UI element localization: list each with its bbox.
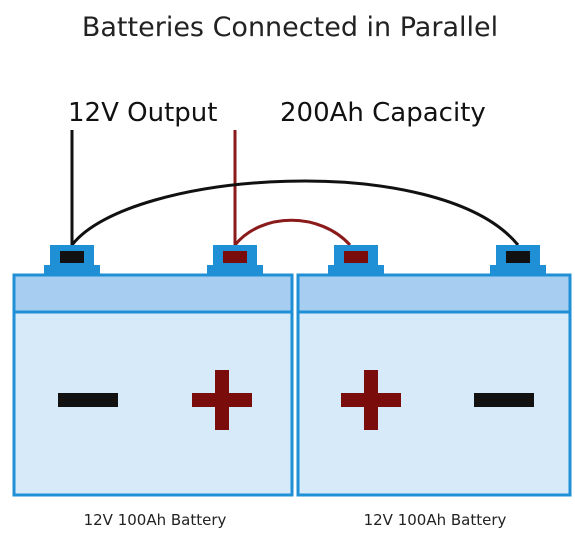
diagram-title: Batteries Connected in Parallel <box>82 12 498 43</box>
plus-sign-icon <box>341 370 401 430</box>
negative-terminal <box>44 245 100 275</box>
negative-terminal <box>490 245 546 275</box>
positive-interconnect-wire <box>233 218 352 247</box>
output-label: 12V Output <box>68 98 217 128</box>
battery-caption: 12V 100Ah Battery <box>84 511 227 529</box>
plus-sign-icon <box>192 370 252 430</box>
battery-lid <box>296 273 572 314</box>
positive-terminal <box>328 245 384 275</box>
minus-sign-icon <box>474 393 534 407</box>
positive-terminal <box>207 245 263 275</box>
battery-caption: 12V 100Ah Battery <box>364 511 507 529</box>
battery-2: 12V 100Ah Battery <box>296 245 572 529</box>
minus-sign-icon <box>58 393 118 407</box>
battery-lid <box>12 273 294 314</box>
negative-interconnect-wire <box>70 179 520 246</box>
battery-1: 12V 100Ah Battery <box>12 245 294 529</box>
capacity-label: 200Ah Capacity <box>280 98 486 128</box>
